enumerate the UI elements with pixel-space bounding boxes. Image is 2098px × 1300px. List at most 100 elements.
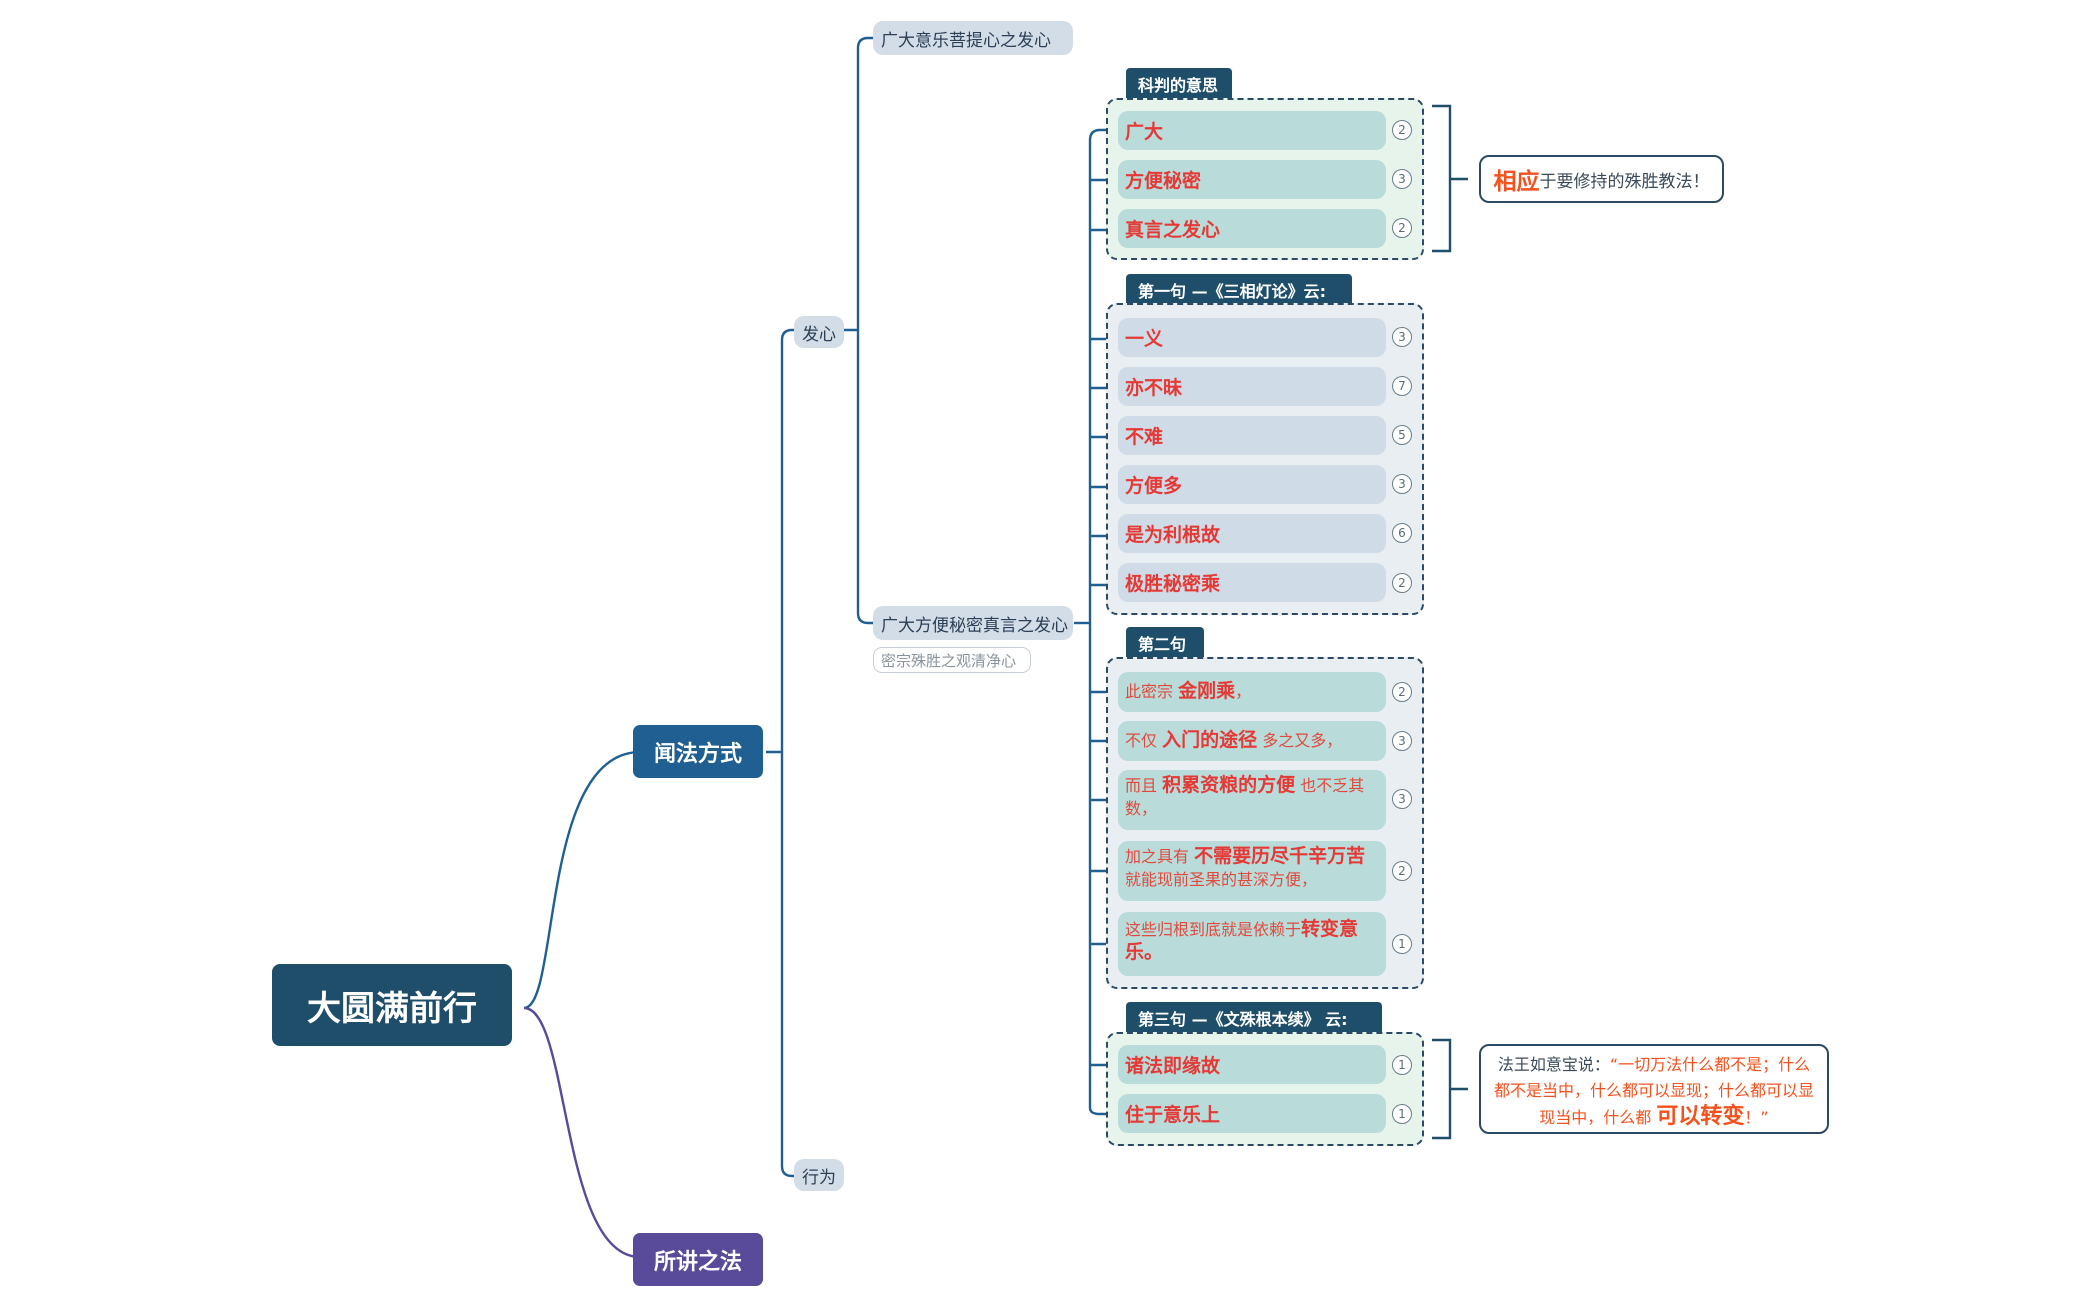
leaf-label: 真言之发心 <box>1125 219 1221 241</box>
leaf-dierju-1[interactable]: 不仅 入门的途径 多之又多， <box>1118 721 1386 761</box>
leaf-disanju-1[interactable]: 住于意乐上 <box>1118 1094 1386 1133</box>
leaf-dierju-4[interactable]: 这些归根到底就是依赖于转变意乐。 <box>1118 912 1386 976</box>
count-badge-icon[interactable]: 2 <box>1392 120 1412 140</box>
count-badge-icon[interactable]: 2 <box>1392 682 1412 702</box>
count-badge-icon[interactable]: 1 <box>1392 934 1412 954</box>
leaf-label: 不难 <box>1125 426 1164 448</box>
count-value: 7 <box>1398 379 1406 393</box>
leaf-kepan-2[interactable]: 真言之发心 <box>1118 209 1386 248</box>
leaf-dierju-2[interactable]: 而且 积累资粮的方便 也不乏其数， <box>1118 770 1386 830</box>
leaf-kepan-1[interactable]: 方便秘密 <box>1118 160 1386 199</box>
branch-suojiang[interactable]: 所讲之法 <box>633 1233 763 1286</box>
group-kepan-label: 科判的意思 <box>1126 68 1232 100</box>
count-value: 2 <box>1398 123 1406 137</box>
bracket-icon <box>1432 1038 1468 1140</box>
leaf-label: 是为利根故 <box>1125 524 1221 546</box>
leaf-dierju-3[interactable]: 加之具有 不需要历尽千辛万苦就能现前圣果的甚深方便， <box>1118 841 1386 901</box>
leaf-kepan-0[interactable]: 广大 <box>1118 111 1386 150</box>
note-guanqingjing: 密宗殊胜之观清净心 <box>873 647 1031 673</box>
node-xingwei[interactable]: 行为 <box>794 1159 844 1191</box>
leaf-label: 一义 <box>1125 328 1164 350</box>
branch-wenfa-label: 闻法方式 <box>653 741 742 767</box>
count-badge-icon[interactable]: 2 <box>1392 218 1412 238</box>
callout-fawang-quote-close: ！” <box>1744 1108 1769 1127</box>
root-node[interactable]: 大圆满前行 <box>272 964 512 1046</box>
group-dierju-title: 第二句 <box>1138 635 1187 654</box>
count-value: 2 <box>1398 221 1406 235</box>
leaf-diyiju-3[interactable]: 方便多 <box>1118 465 1386 504</box>
count-value: 3 <box>1398 330 1406 344</box>
callout-fawang-lead: 法王如意宝说： <box>1497 1055 1610 1074</box>
leaf-label: 方便多 <box>1125 475 1183 497</box>
count-badge-icon[interactable]: 3 <box>1392 731 1412 751</box>
branch-wenfa[interactable]: 闻法方式 <box>633 725 763 778</box>
bracket-icon <box>1432 104 1468 253</box>
count-badge-icon[interactable]: 3 <box>1392 169 1412 189</box>
leaf-text: 而且 <box>1125 776 1163 795</box>
leaf-emphasis: 积累资粮的方便 <box>1162 774 1296 796</box>
leaf-disanju-0[interactable]: 诸法即缘故 <box>1118 1045 1386 1084</box>
node-faxin[interactable]: 发心 <box>794 316 844 348</box>
count-value: 2 <box>1398 864 1406 878</box>
node-guangda-fangbian[interactable]: 广大方便秘密真言之发心 <box>873 606 1073 640</box>
link-faxin-yile <box>844 36 873 332</box>
callout-xiangying-highlight: 相应 <box>1493 169 1540 195</box>
count-badge-icon[interactable]: 1 <box>1392 1055 1412 1075</box>
link-root-suojiang <box>523 1006 641 1259</box>
count-value: 1 <box>1398 937 1406 951</box>
group-kepan-title: 科判的意思 <box>1138 76 1219 95</box>
count-badge-icon[interactable]: 2 <box>1392 861 1412 881</box>
count-value: 2 <box>1398 685 1406 699</box>
count-value: 1 <box>1398 1107 1406 1121</box>
leaf-emphasis: 金刚乘 <box>1178 680 1236 702</box>
leaf-label: 亦不昧 <box>1125 377 1183 399</box>
leaf-text: 多之又多， <box>1257 731 1343 750</box>
leaf-dierju-0[interactable]: 此密宗 金刚乘， <box>1118 672 1386 712</box>
link-wenfa-faxin <box>766 328 796 754</box>
leaf-emphasis: 转变意乐。 <box>1125 918 1359 963</box>
count-value: 3 <box>1398 734 1406 748</box>
root-label: 大圆满前行 <box>307 988 477 1029</box>
branch-suojiang-label: 所讲之法 <box>653 1249 742 1275</box>
count-badge-icon[interactable]: 3 <box>1392 789 1412 809</box>
node-guangda-yile-label: 广大意乐菩提心之发心 <box>881 30 1051 51</box>
leaf-diyiju-1[interactable]: 亦不昧 <box>1118 367 1386 406</box>
callout-fawang-highlight: 可以转变 <box>1656 1104 1745 1129</box>
leaf-text: ， <box>1235 682 1252 701</box>
group-disanju-label: 第三句 —《文殊根本续》 云: <box>1126 1002 1382 1034</box>
leaf-diyiju-4[interactable]: 是为利根故 <box>1118 514 1386 553</box>
trunk-branches <box>1088 128 1118 1116</box>
leaf-label: 诸法即缘故 <box>1125 1055 1221 1077</box>
count-badge-icon[interactable]: 2 <box>1392 573 1412 593</box>
count-badge-icon[interactable]: 3 <box>1392 474 1412 494</box>
count-value: 5 <box>1398 428 1406 442</box>
leaf-text: 加之具有 <box>1125 847 1195 866</box>
callout-xiangying-text: 于要修持的殊胜教法！ <box>1539 171 1710 192</box>
note-guanqingjing-text: 密宗殊胜之观清净心 <box>881 651 1017 670</box>
callout-fawang[interactable]: 法王如意宝说：“一切万法什么都不是；什么都不是当中，什么都可以显现；什么都可以显… <box>1479 1044 1829 1134</box>
count-badge-icon[interactable]: 6 <box>1392 523 1412 543</box>
node-guangda-yile[interactable]: 广大意乐菩提心之发心 <box>873 21 1073 55</box>
group-dierju-label: 第二句 <box>1126 627 1204 659</box>
leaf-diyiju-0[interactable]: 一义 <box>1118 318 1386 357</box>
link-root-wenfa <box>523 750 641 1010</box>
count-value: 3 <box>1398 477 1406 491</box>
callout-xiangying[interactable]: 相应于要修持的殊胜教法！ <box>1479 155 1724 203</box>
count-badge-icon[interactable]: 7 <box>1392 376 1412 396</box>
leaf-label: 广大 <box>1125 121 1164 143</box>
node-guangda-fangbian-label: 广大方便秘密真言之发心 <box>881 615 1068 636</box>
leaf-diyiju-5[interactable]: 极胜秘密乘 <box>1118 563 1386 602</box>
leaf-emphasis: 入门的途径 <box>1162 729 1258 751</box>
group-disanju-title: 第三句 —《文殊根本续》 云: <box>1138 1010 1348 1029</box>
leaf-diyiju-2[interactable]: 不难 <box>1118 416 1386 455</box>
count-badge-icon[interactable]: 1 <box>1392 1104 1412 1124</box>
group-diyiju-title: 第一句 —《三相灯论》云: <box>1138 282 1326 301</box>
count-value: 3 <box>1398 172 1406 186</box>
count-badge-icon[interactable]: 3 <box>1392 327 1412 347</box>
count-badge-icon[interactable]: 5 <box>1392 425 1412 445</box>
leaf-text: 不仅 <box>1125 731 1163 750</box>
count-value: 1 <box>1398 1058 1406 1072</box>
count-value: 3 <box>1398 792 1406 806</box>
link-faxin-fangbian <box>856 330 873 625</box>
